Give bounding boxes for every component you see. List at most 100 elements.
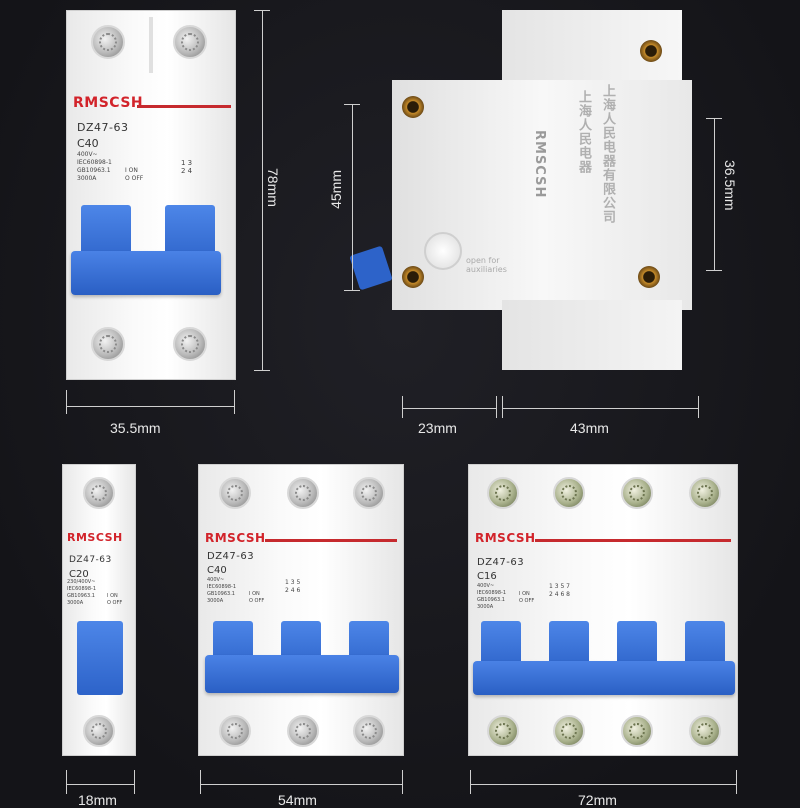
brand-logo: RMSCSH	[73, 95, 144, 111]
terminal-screw	[621, 477, 653, 509]
terminal-divider	[149, 17, 153, 73]
spec-text: 230/400V~ IEC60898-1 GB10963.1 3000A	[67, 579, 97, 606]
dimension-tick	[706, 270, 722, 271]
dimension-line	[200, 784, 402, 785]
brand-stripe	[265, 539, 397, 542]
model-number: DZ47-63	[207, 551, 255, 562]
dimension-tick	[502, 396, 503, 418]
terminal-screw	[83, 477, 115, 509]
dimension-tick	[66, 390, 67, 414]
terminal-screw	[287, 477, 319, 509]
terminal-screw	[91, 327, 125, 361]
one-pole-breaker: RMSCSH DZ47-63 C20 230/400V~ IEC60898-1 …	[62, 464, 136, 756]
terminal-screw	[487, 715, 519, 747]
dimension-tick	[234, 390, 235, 414]
dimension-line	[66, 406, 234, 407]
side-body-bottom	[502, 300, 682, 370]
terminal-screw	[91, 25, 125, 59]
dimension-line	[714, 118, 715, 270]
dimension-tick	[698, 396, 699, 418]
dimension-tick	[134, 770, 135, 794]
dimension-tick	[254, 370, 270, 371]
pole-diagram: 1 3 5 2 4 6	[285, 579, 301, 594]
dimension-line	[352, 104, 353, 290]
dimension-line	[470, 784, 736, 785]
lever-handle-bar[interactable]	[473, 661, 735, 695]
model-number: DZ47-63	[477, 557, 525, 568]
side-print-brand: RMSCSH	[532, 130, 547, 199]
current-rating: C40	[77, 137, 99, 150]
model-number: DZ47-63	[77, 121, 129, 134]
dimension-label-36-5mm: 36.5mm	[722, 160, 738, 211]
terminal-screw	[219, 477, 251, 509]
dimension-label-35-5mm: 35.5mm	[110, 420, 161, 436]
terminal-screw	[219, 715, 251, 747]
auxiliary-knob[interactable]	[424, 232, 462, 270]
current-rating: C40	[207, 565, 227, 576]
spec-text: 400V~ IEC60898-1 GB10963.1 3000A	[77, 151, 112, 182]
terminal-screw	[553, 477, 585, 509]
brand-logo: RMSCSH	[475, 531, 536, 545]
brand-stripe	[137, 105, 231, 108]
terminal-screw	[173, 25, 207, 59]
dimension-label-45mm: 45mm	[328, 170, 344, 209]
side-print-company: 上海人民电器有限公司	[600, 84, 615, 224]
brand-logo: RMSCSH	[67, 531, 123, 544]
two-pole-breaker: RMSCSH DZ47-63 C40 400V~ IEC60898-1 GB10…	[66, 10, 236, 380]
on-off-marking: I ON O OFF	[107, 593, 123, 606]
model-number: DZ47-63	[69, 555, 112, 565]
rivet-hole	[402, 96, 424, 118]
terminal-screw	[287, 715, 319, 747]
dimension-line	[262, 10, 263, 370]
spec-text: 400V~ IEC60898-1 GB10963.1 3000A	[477, 583, 507, 610]
dimension-tick	[344, 290, 360, 291]
dimension-tick	[402, 770, 403, 794]
on-off-marking: I ON O OFF	[519, 591, 535, 604]
terminal-screw	[689, 477, 721, 509]
lever-handle-bar[interactable]	[205, 655, 399, 693]
dimension-tick	[66, 770, 67, 794]
dimension-line	[402, 408, 496, 409]
dimension-tick	[706, 118, 722, 119]
toggle-lever[interactable]	[77, 621, 123, 695]
terminal-screw	[487, 477, 519, 509]
dimension-label-72mm: 72mm	[578, 792, 617, 808]
terminal-screw	[353, 477, 385, 509]
dimension-label-18mm: 18mm	[78, 792, 117, 808]
dimension-tick	[254, 10, 270, 11]
dimension-tick	[200, 770, 201, 794]
terminal-screw	[621, 715, 653, 747]
side-print-text: 上海人民电器	[576, 90, 591, 174]
dimension-line	[66, 784, 134, 785]
terminal-screw	[83, 715, 115, 747]
dimension-tick	[344, 104, 360, 105]
dimension-label-23mm: 23mm	[418, 420, 457, 436]
spec-text: 400V~ IEC60898-1 GB10963.1 3000A	[207, 577, 237, 604]
dimension-line	[502, 408, 698, 409]
dimension-label-43mm: 43mm	[570, 420, 609, 436]
four-pole-breaker: RMSCSH DZ47-63 C16 400V~ IEC60898-1 GB10…	[468, 464, 738, 756]
side-lever[interactable]	[349, 245, 393, 291]
brand-stripe	[535, 539, 731, 542]
on-off-marking: I ON O OFF	[249, 591, 265, 604]
lever-handle-bar[interactable]	[71, 251, 221, 295]
terminal-screw	[173, 327, 207, 361]
dimension-label-78mm: 78mm	[265, 168, 281, 207]
dimension-tick	[496, 396, 497, 418]
auxiliary-label: open for auxiliaries	[466, 256, 507, 274]
current-rating: C16	[477, 571, 497, 582]
pole-diagram: 1 3 2 4	[181, 159, 193, 175]
rivet-hole	[402, 266, 424, 288]
dimension-label-54mm: 54mm	[278, 792, 317, 808]
three-pole-breaker: RMSCSH DZ47-63 C40 400V~ IEC60898-1 GB10…	[198, 464, 404, 756]
dimension-tick	[470, 770, 471, 794]
dimension-tick	[736, 770, 737, 794]
terminal-screw	[689, 715, 721, 747]
pole-diagram: 1 3 5 7 2 4 6 8	[549, 583, 570, 598]
rivet-hole	[638, 266, 660, 288]
side-view-breaker: open for auxiliaries RMSCSH 上海人民电器 上海人民电…	[349, 10, 702, 375]
on-off-marking: I ON O OFF	[125, 167, 144, 182]
current-rating: C20	[69, 569, 89, 580]
terminal-screw	[353, 715, 385, 747]
